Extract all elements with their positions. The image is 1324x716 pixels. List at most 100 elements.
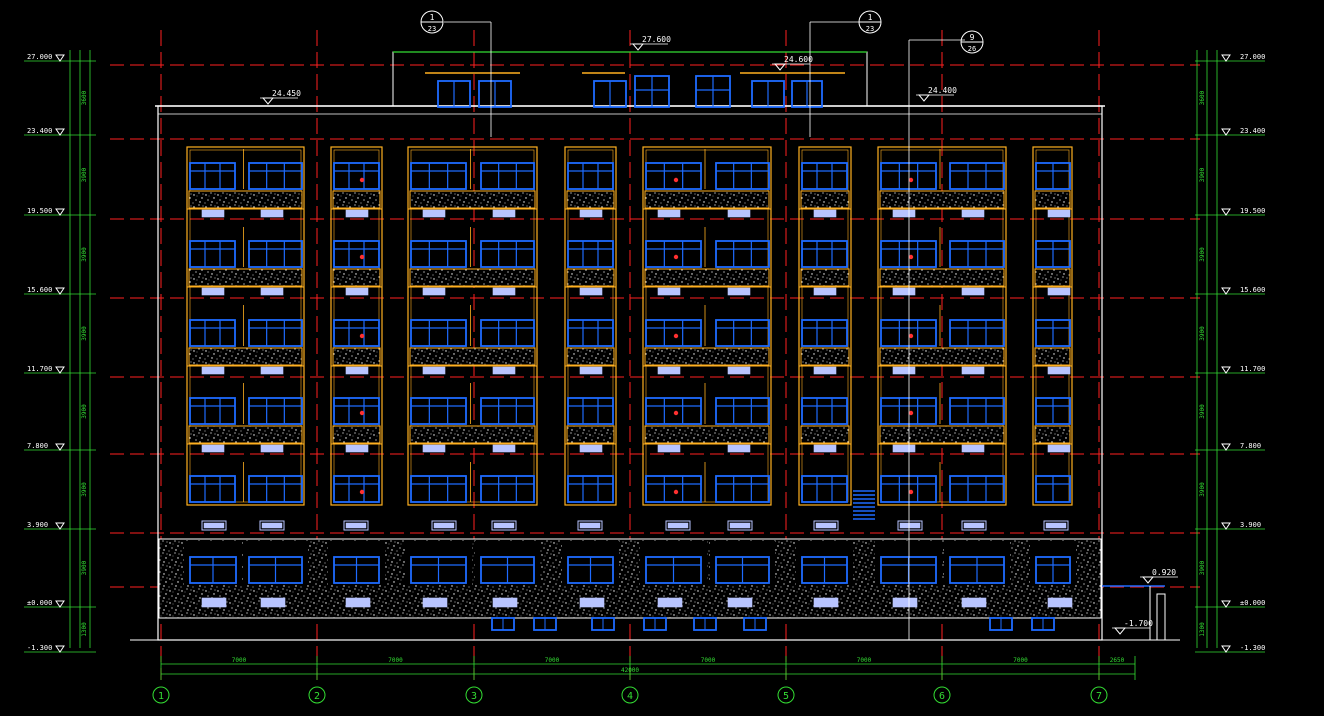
vent-2-0-1 <box>492 209 516 218</box>
bay-dim-1: 7000 <box>388 657 403 664</box>
right-elev-label-5: 7.800 <box>1240 442 1261 450</box>
right-floor-dim-3: 3900 <box>1199 326 1206 341</box>
balcony-2-3 <box>409 425 536 444</box>
vent-1-2-0 <box>345 366 369 375</box>
window-2-4-1 <box>480 475 535 503</box>
label-roof-top-symbol <box>631 43 645 51</box>
vent-5-1-0 <box>813 287 837 296</box>
podium-vent-fill-11 <box>1045 522 1067 529</box>
label-outdoor: 0.920 <box>1152 568 1176 577</box>
left-elev-symbol-8 <box>55 645 65 653</box>
axis-label-5: 5 <box>783 691 789 702</box>
vent-4-3-0 <box>657 444 681 453</box>
balcony-5-3 <box>800 425 850 444</box>
vent-2-1-1 <box>492 287 516 296</box>
balcony-marker-9 <box>673 489 679 495</box>
plinth-vent-0 <box>201 597 227 608</box>
vent-6-1-1 <box>961 287 985 296</box>
window-0-2-1 <box>248 319 303 347</box>
window-0-4-1 <box>248 475 303 503</box>
window-3-4-0 <box>567 475 614 503</box>
window-0-1-0 <box>189 240 236 268</box>
label-parapet-left: 24.450 <box>272 89 301 98</box>
balcony-6-1 <box>879 268 1005 287</box>
bay-frame-3 <box>564 146 617 506</box>
right-floor-dim-1: 3900 <box>1199 167 1206 182</box>
window-6-2-1 <box>949 319 1005 347</box>
vent-4-0-0 <box>657 209 681 218</box>
vent-1-0-0 <box>345 209 369 218</box>
balcony-marker-5 <box>673 177 679 183</box>
balcony-3-2 <box>566 347 615 366</box>
balcony-3-0 <box>566 190 615 209</box>
balcony-0-2 <box>188 347 303 366</box>
plinth-vent-7 <box>727 597 753 608</box>
label-pit-bottom: -1.700 <box>1124 619 1153 628</box>
window-2-2-1 <box>480 319 535 347</box>
right-elev-symbol-7 <box>1221 600 1231 608</box>
vent-1-1-0 <box>345 287 369 296</box>
axis-label-6: 6 <box>939 691 945 702</box>
axis-bubble-2 <box>308 686 326 704</box>
bay-frame-1 <box>330 146 383 506</box>
bay-dim-3: 7000 <box>701 657 716 664</box>
vent-0-1-0 <box>201 287 225 296</box>
plinth-vent-8 <box>813 597 839 608</box>
plinth-vent-11 <box>1047 597 1073 608</box>
podium-vent-2 <box>343 520 369 531</box>
label-outdoor-symbol <box>1141 576 1155 584</box>
balcony-4-2 <box>644 347 770 366</box>
bay-dim-2: 7000 <box>545 657 560 664</box>
vent-5-0-0 <box>813 209 837 218</box>
axis-label-2: 2 <box>314 691 320 702</box>
window-5-4-0 <box>801 475 848 503</box>
window-5-1-0 <box>801 240 848 268</box>
vent-7-0-0 <box>1047 209 1071 218</box>
balcony-6-2 <box>879 347 1005 366</box>
balcony-marker-14 <box>908 489 914 495</box>
left-floor-dim-0: 3600 <box>81 90 88 105</box>
balcony-3-1 <box>566 268 615 287</box>
balcony-0-0 <box>188 190 303 209</box>
window-2-3-1 <box>480 397 535 425</box>
balcony-4-3 <box>644 425 770 444</box>
axis-label-7: 7 <box>1096 691 1102 702</box>
total-dim: 42000 <box>621 667 639 674</box>
window-6-0-1 <box>949 162 1005 190</box>
bay-dim-0: 7000 <box>232 657 247 664</box>
vent-7-1-0 <box>1047 287 1071 296</box>
vent-4-2-1 <box>727 366 751 375</box>
balcony-5-2 <box>800 347 850 366</box>
right-elev-symbol-1 <box>1221 128 1231 136</box>
balcony-2-2 <box>409 347 536 366</box>
right-elev-symbol-4 <box>1221 366 1231 374</box>
podium-vent-fill-7 <box>729 522 751 529</box>
left-elev-label-8: -1.300 <box>27 644 52 652</box>
balcony-marker-1 <box>359 254 365 260</box>
left-elev-label-2: 19.500 <box>27 207 52 215</box>
axis-label-4: 4 <box>627 691 633 702</box>
axis-bubble-3 <box>465 686 483 704</box>
left-floor-dim-6: 3900 <box>81 560 88 575</box>
bay-dim-6: 2650 <box>1110 657 1125 664</box>
plinth-vent-4 <box>492 597 518 608</box>
balcony-0-1 <box>188 268 303 287</box>
label-pit-bottom-symbol <box>1113 627 1127 635</box>
window-1-3-0 <box>333 397 380 425</box>
podium-vent-fill-9 <box>899 522 921 529</box>
balcony-3-3 <box>566 425 615 444</box>
left-elev-symbol-3 <box>55 287 65 295</box>
vent-2-2-0 <box>422 366 446 375</box>
left-floor-dim-3: 3900 <box>81 326 88 341</box>
window-0-0-0 <box>189 162 236 190</box>
podium-vent-8 <box>813 520 839 531</box>
right-floor-dim-7: 1300 <box>1199 622 1206 637</box>
right-elev-symbol-5 <box>1221 443 1231 451</box>
balcony-marker-0 <box>359 177 365 183</box>
right-elev-symbol-8 <box>1221 645 1231 653</box>
window-3-0-0 <box>567 162 614 190</box>
balcony-marker-8 <box>673 410 679 416</box>
window-4-1-1 <box>715 240 770 268</box>
